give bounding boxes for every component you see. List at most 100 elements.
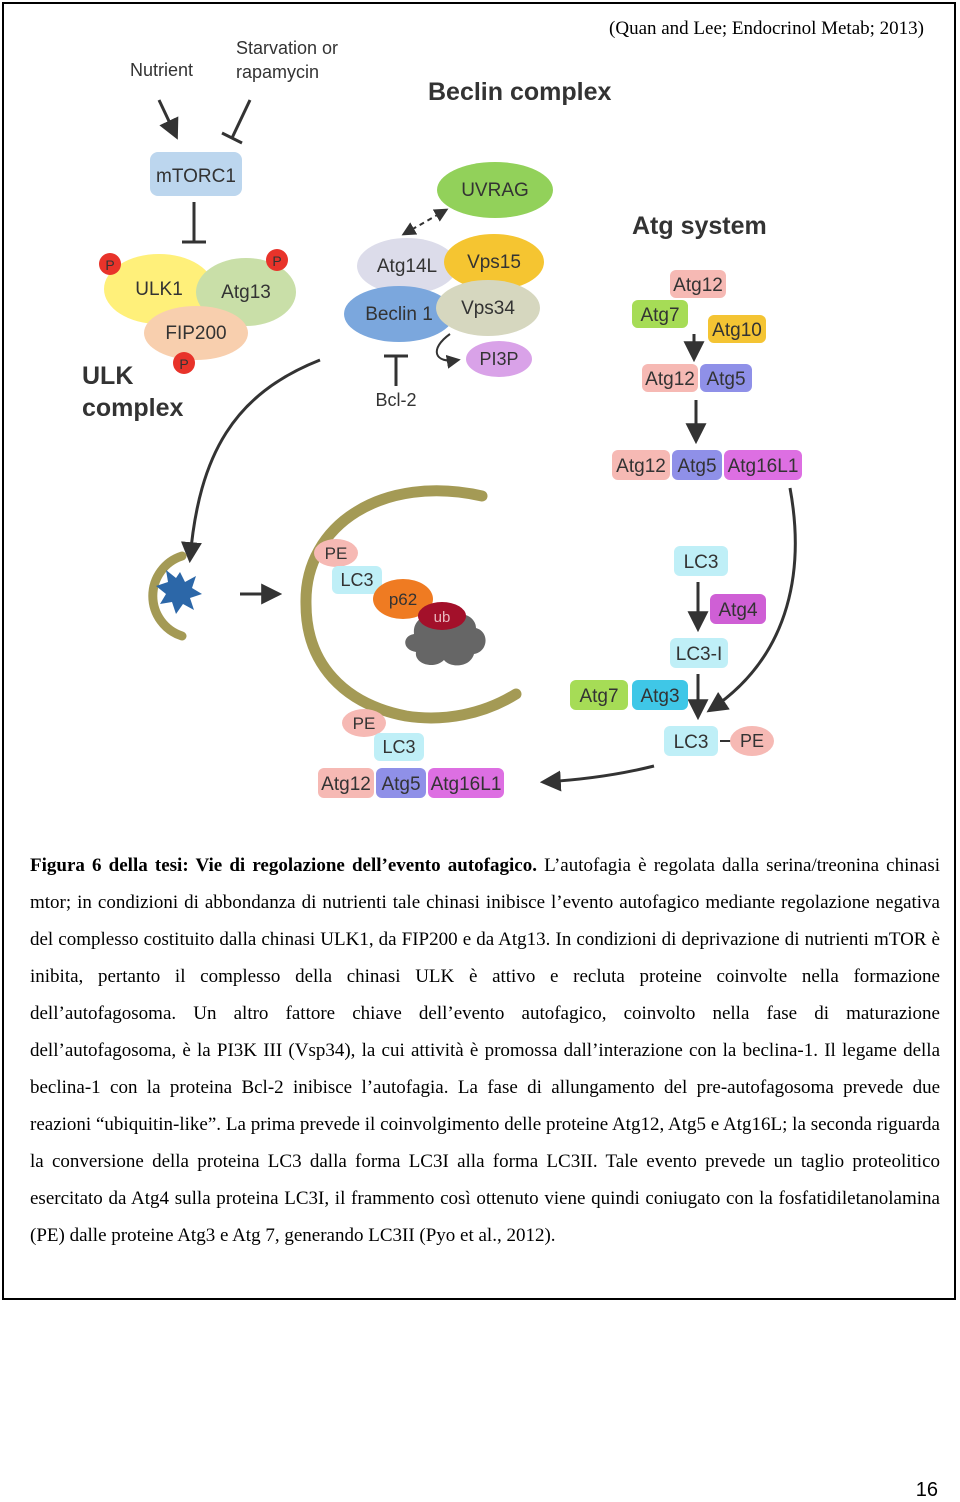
atg7-label-1: Atg7 xyxy=(640,305,679,326)
vps15-label: Vps15 xyxy=(467,252,521,273)
lc3i-node xyxy=(670,638,728,668)
lc3-label-2: LC3 xyxy=(674,732,709,753)
atg12-label-2: Atg12 xyxy=(645,369,695,390)
starvation-inhibition-bar xyxy=(221,131,243,145)
atg13-label: Atg13 xyxy=(221,282,271,303)
starvation-label-line2: rapamycin xyxy=(236,62,319,82)
vps34-node xyxy=(436,280,540,336)
atg16l1-to-lc3-arrow xyxy=(706,487,797,713)
uvrag-label: UVRAG xyxy=(461,180,529,201)
lc3i-label: LC3-I xyxy=(676,644,722,665)
atg14l-node xyxy=(357,238,457,294)
atg5-label-2: Atg5 xyxy=(677,456,716,477)
atg5-node-1 xyxy=(700,364,752,392)
p62-label: p62 xyxy=(389,590,417,609)
p62-node xyxy=(373,579,433,619)
pe-label-3: PE xyxy=(740,731,764,751)
atg5-label-1: Atg5 xyxy=(706,369,745,390)
nutrient-label: Nutrient xyxy=(130,60,193,80)
lc3-node-1 xyxy=(674,546,728,576)
atg10-label: Atg10 xyxy=(712,320,762,341)
phospho-atg13-label: P xyxy=(272,253,281,269)
pe-label-2: PE xyxy=(353,714,376,733)
atg14l-label: Atg14L xyxy=(377,256,437,277)
atg16l1-node-1 xyxy=(724,450,802,480)
pe-node-2 xyxy=(342,709,386,737)
atg12-node-2 xyxy=(642,364,698,392)
atg5-node-3 xyxy=(376,768,426,798)
caption-title: Figura 6 della tesi: Vie di regolazione … xyxy=(30,855,537,876)
atg16l1-label-2: Atg16L1 xyxy=(431,774,502,795)
beclin1-node xyxy=(344,286,454,342)
ulk-complex-title-line1: ULK xyxy=(82,362,133,390)
beclin1-label: Beclin 1 xyxy=(365,304,433,325)
atg5-label-3: Atg5 xyxy=(381,774,420,795)
atg7-node-1 xyxy=(632,300,688,328)
lc3-label-4: LC3 xyxy=(382,737,415,757)
lc3-node-2 xyxy=(664,726,718,756)
mtorc1-label: mTORC1 xyxy=(156,166,236,187)
starvation-label-line1: Starvation or xyxy=(236,38,338,58)
lc3pe-to-autophagosome-arrow xyxy=(539,764,655,792)
uvrag-atg14l-arrow xyxy=(401,208,449,236)
phospho-fip200 xyxy=(173,352,195,374)
atg12-node-4 xyxy=(318,768,374,798)
pe-node-3 xyxy=(730,726,774,756)
atg3-label: Atg3 xyxy=(640,686,679,707)
vps34-to-pi3p-arrow xyxy=(435,333,461,369)
atg12-label-3: Atg12 xyxy=(616,456,666,477)
figure-citation: (Quan and Lee; Endocrinol Metab; 2013) xyxy=(609,18,924,39)
ub-node xyxy=(418,602,466,630)
starvation-inhibition xyxy=(230,99,252,139)
atg-system-title: Atg system xyxy=(632,212,767,240)
beclin-complex-title: Beclin complex xyxy=(428,78,611,106)
lc3-label-3: LC3 xyxy=(340,570,373,590)
fip200-node xyxy=(144,306,248,360)
atg4-label: Atg4 xyxy=(718,600,758,621)
ulk-to-phagophore-arrow xyxy=(180,358,321,564)
bcl2-label: Bcl-2 xyxy=(375,390,416,410)
atg13-node xyxy=(196,258,296,326)
lc3-node-4 xyxy=(374,733,424,761)
figure-caption: Figura 6 della tesi: Vie di regolazione … xyxy=(30,847,940,1254)
atg16l1-label-1: Atg16L1 xyxy=(728,456,799,477)
phagophore-cargo-star xyxy=(156,570,202,614)
lc3-node-3 xyxy=(332,566,382,594)
ub-label: ub xyxy=(434,609,451,626)
atg5-node-2 xyxy=(672,450,722,480)
atg12-label-1: Atg12 xyxy=(673,275,723,296)
atg12-label-4: Atg12 xyxy=(321,774,371,795)
phospho-atg13 xyxy=(266,249,288,271)
phagophore-membrane xyxy=(148,551,187,641)
uvrag-node xyxy=(437,162,553,218)
ulk-complex-title-line2: complex xyxy=(82,394,184,422)
phospho-ulk1-label: P xyxy=(105,257,114,273)
atg4-node xyxy=(710,594,766,624)
phospho-fip200-label: P xyxy=(179,356,188,372)
atg16l1-node-2 xyxy=(428,768,504,798)
lc3-label-1: LC3 xyxy=(684,552,719,573)
atg12-node-3 xyxy=(612,450,670,480)
fip200-label: FIP200 xyxy=(165,323,226,344)
pi3p-node xyxy=(466,341,532,377)
atg12-node-1 xyxy=(670,270,726,298)
atg3-node xyxy=(632,680,688,710)
vps15-node xyxy=(444,234,544,290)
pe-label-1: PE xyxy=(325,544,348,563)
autophagosome-membrane xyxy=(300,485,522,724)
atg10-node xyxy=(708,315,766,343)
ubiquitinated-cargo xyxy=(405,613,486,666)
caption-body: L’autofagia è regolata dalla serina/treo… xyxy=(30,855,940,1246)
figure-frame: (Quan and Lee; Endocrinol Metab; 2013) N… xyxy=(2,2,956,1300)
phospho-ulk1 xyxy=(99,253,121,275)
pe-node-1 xyxy=(314,539,358,567)
mtorc1-node xyxy=(150,152,242,196)
vps34-label: Vps34 xyxy=(461,298,515,319)
pi3p-label: PI3P xyxy=(479,349,518,369)
atg7-label-2: Atg7 xyxy=(579,686,618,707)
ulk1-label: ULK1 xyxy=(135,279,183,300)
nutrient-arrow xyxy=(157,99,179,140)
autophagy-diagram: Nutrient Starvation or rapamycin Beclin … xyxy=(82,38,802,798)
page-number: 16 xyxy=(915,1479,938,1501)
atg7-node-2 xyxy=(570,680,628,710)
